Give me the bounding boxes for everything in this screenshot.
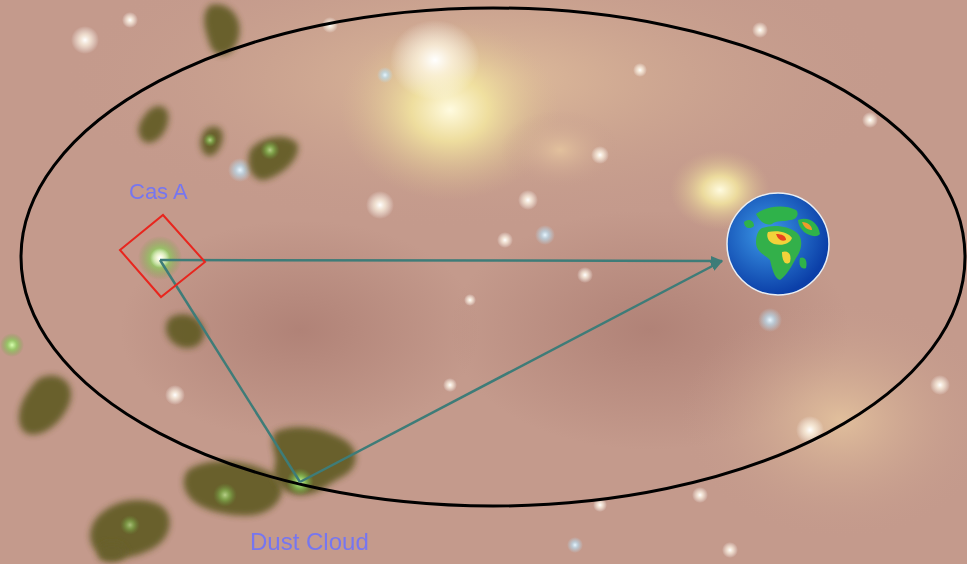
globe-figure	[726, 192, 830, 296]
dust-blob	[19, 375, 71, 434]
star	[752, 22, 768, 38]
dust-blob	[184, 461, 282, 516]
earth-globe	[726, 192, 830, 296]
dust-highlight	[203, 133, 217, 147]
bright-region	[390, 20, 480, 100]
land-mass	[782, 251, 791, 263]
dust-cloud: Dust Cloud	[280, 462, 320, 502]
light-path	[160, 260, 300, 482]
dust-highlights	[120, 133, 314, 535]
star	[464, 294, 476, 306]
star	[930, 375, 950, 395]
dust-blob	[98, 542, 126, 562]
star	[228, 158, 252, 182]
sky-shade	[120, 220, 480, 440]
marker-square	[120, 215, 205, 297]
star	[862, 112, 878, 128]
light-path	[300, 261, 722, 482]
star	[591, 146, 609, 164]
star	[633, 63, 647, 77]
land-mass	[756, 226, 801, 280]
supernova-glow	[150, 248, 170, 268]
sky-glow	[680, 300, 967, 540]
node-label: Cas A	[129, 180, 188, 204]
dust-blob	[272, 427, 355, 495]
sky-glow	[500, 110, 620, 190]
star	[518, 190, 538, 210]
star	[567, 537, 583, 553]
star	[165, 385, 185, 405]
dust-highlight	[260, 140, 280, 160]
supernova-remnant: Cas A	[115, 210, 210, 305]
light-path	[160, 260, 722, 261]
star	[497, 232, 513, 248]
land-mass	[802, 222, 812, 230]
land-mass	[799, 257, 806, 268]
star	[535, 225, 555, 245]
star	[722, 542, 738, 558]
supernova-glow	[138, 236, 182, 280]
land-mass	[767, 231, 792, 245]
star	[443, 378, 457, 392]
node-label: Dust Cloud	[250, 529, 369, 555]
remnant-marker	[115, 210, 210, 305]
star	[366, 191, 394, 219]
star	[71, 26, 99, 54]
ocean	[727, 193, 829, 295]
land-mass	[776, 234, 786, 241]
dust-highlight	[120, 515, 140, 535]
star	[377, 67, 393, 83]
land-mass	[756, 207, 798, 225]
boundary-ellipse	[21, 8, 965, 506]
dust-highlight	[213, 483, 237, 507]
land-mass	[798, 219, 820, 236]
star	[796, 416, 824, 444]
star	[0, 333, 24, 357]
stars	[0, 12, 950, 558]
land-mass	[744, 220, 754, 228]
star	[692, 487, 708, 503]
star	[758, 308, 782, 332]
dust-blob	[248, 137, 298, 180]
dust-blob	[201, 126, 223, 156]
star	[122, 12, 138, 28]
star	[577, 267, 593, 283]
dust-blob	[138, 106, 168, 143]
